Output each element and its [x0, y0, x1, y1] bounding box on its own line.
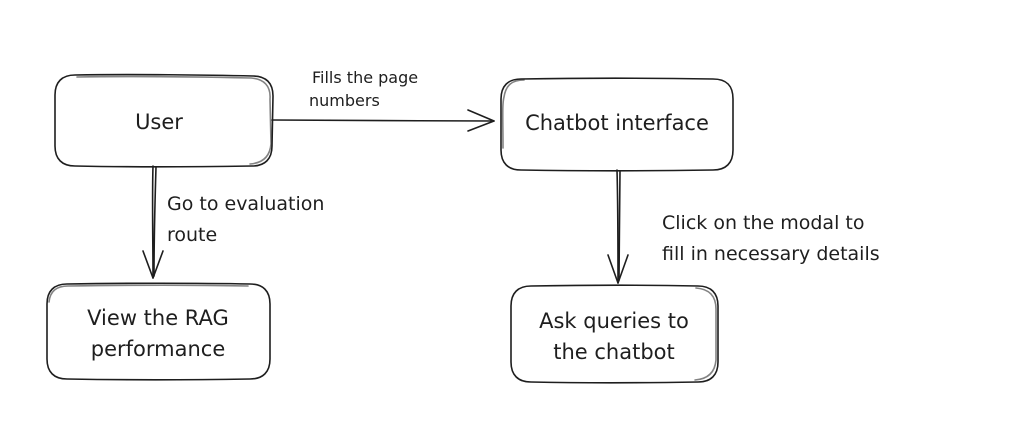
edge-user-to-chatbot-label-line-2: numbers [309, 91, 380, 110]
node-user-box [54, 73, 274, 168]
node-user-label: User [135, 110, 183, 134]
node-user[interactable]: User [54, 73, 274, 168]
edge-user-to-rag-label-line-2: route [167, 224, 217, 246]
edge-chatbot-to-ask-label-line-1: Click on the modal to [662, 212, 864, 234]
edge-user-to-chatbot-label-line-1: Fills the page [312, 68, 418, 87]
edge-chatbot-to-ask-label-line-2: fill in necessary details [662, 243, 880, 265]
node-rag-box [46, 282, 271, 381]
edge-user-to-rag-line-sketch [153, 166, 157, 277]
node-chatbot-box-sketch [501, 79, 525, 149]
node-rag-label-line-1: View the RAG [87, 306, 229, 330]
node-ask-box-sketch [694, 287, 717, 381]
edge-chatbot-to-ask-arrowhead [607, 254, 629, 284]
edge-user-to-rag-label-line-1: Go to evaluation [167, 193, 324, 215]
node-ask-label-line-1: Ask queries to [539, 309, 689, 333]
node-ask-queries[interactable]: Ask queries to the chatbot [510, 284, 719, 384]
edge-user-to-rag-arrowhead [142, 250, 164, 279]
node-ask-box [510, 284, 719, 384]
node-user-box-sketch [76, 75, 272, 165]
edge-user-to-chatbot-arrowhead [467, 109, 495, 132]
edge-user-to-chatbot-line [271, 119, 495, 122]
edge-user-to-rag: Go to evaluation route [142, 165, 324, 279]
edge-chatbot-to-ask-line [616, 169, 619, 284]
node-rag-label-line-2: performance [91, 337, 226, 361]
edge-chatbot-to-ask-line-sketch [618, 170, 621, 281]
node-rag-box-sketch [48, 284, 249, 303]
edge-chatbot-to-ask: Click on the modal to fill in necessary … [607, 169, 880, 284]
node-chatbot-label: Chatbot interface [525, 111, 709, 135]
edge-user-to-chatbot: Fills the page numbers [271, 68, 495, 132]
node-chatbot-interface[interactable]: Chatbot interface [500, 77, 734, 172]
node-chatbot-box [500, 77, 734, 172]
node-view-rag-performance[interactable]: View the RAG performance [46, 282, 271, 381]
node-ask-label-line-2: the chatbot [553, 340, 675, 364]
